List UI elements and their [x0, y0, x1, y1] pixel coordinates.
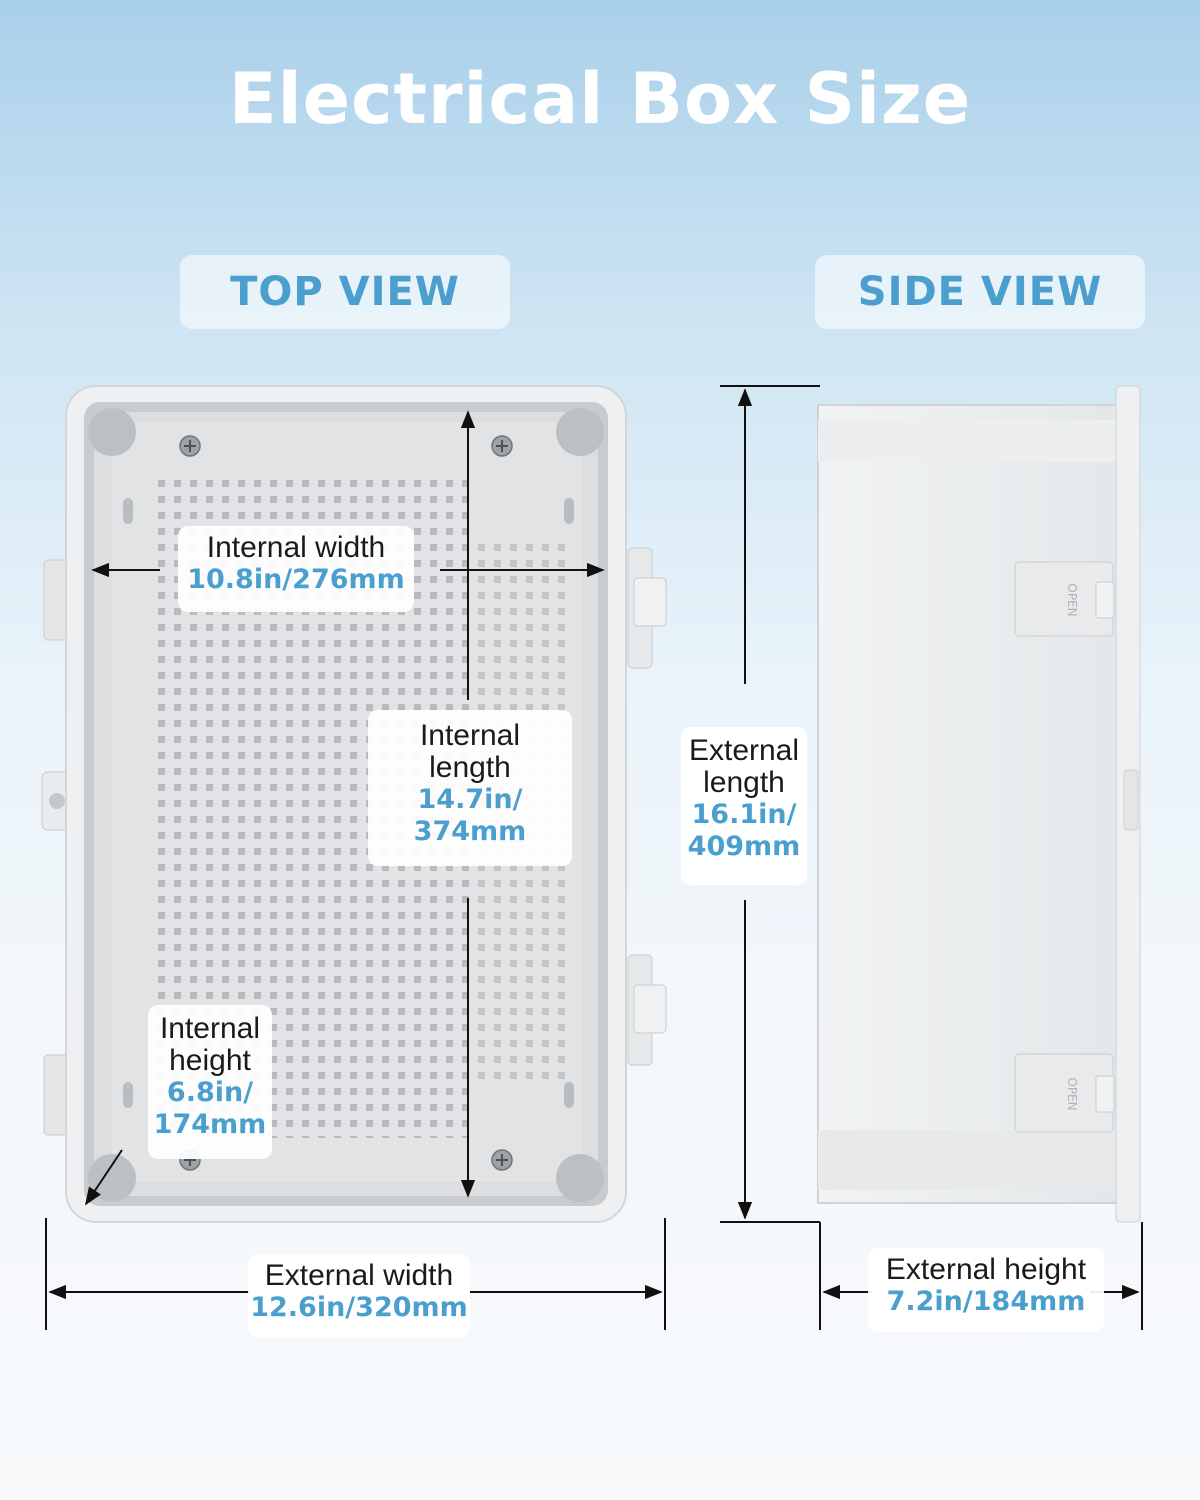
page-title: Electrical Box Size [228, 58, 972, 140]
external-width-value: 12.6in/320mm [250, 1292, 468, 1323]
top-view-box [41, 385, 667, 1223]
latch-open-text-1: OPEN [1065, 583, 1079, 616]
side-view-box: OPEN OPEN [817, 385, 1141, 1223]
internal-height-value-2: 174mm [153, 1109, 267, 1140]
external-length-title-1: External [688, 734, 800, 767]
external-height-label: External height 7.2in/184mm [868, 1248, 1104, 1332]
external-length-label: External length 16.1in/ 409mm [681, 727, 807, 885]
internal-length-title-2: length [429, 751, 511, 784]
external-length-value-1: 16.1in/ [691, 799, 797, 830]
internal-height-label: Internal height 6.8in/ 174mm [148, 1005, 272, 1159]
internal-height-value-1: 6.8in/ [166, 1077, 254, 1108]
external-width-title: External width [264, 1259, 454, 1292]
latch-open-text-2: OPEN [1065, 1077, 1079, 1110]
internal-height-line [85, 1149, 123, 1206]
internal-length-label: Internal length 14.7in/ 374mm [368, 710, 572, 866]
external-height-title: External height [885, 1253, 1087, 1286]
internal-width-label: Internal width 10.8in/276mm [178, 526, 414, 612]
internal-width-title: Internal width [206, 531, 386, 564]
internal-height-title-1: Internal [159, 1012, 261, 1045]
external-width-label: External width 12.6in/320mm [248, 1254, 470, 1338]
external-length-title-2: length [703, 766, 785, 799]
internal-width-value: 10.8in/276mm [187, 564, 405, 595]
external-length-value-2: 409mm [687, 831, 801, 862]
internal-length-value-1: 14.7in/ [417, 784, 523, 815]
side-view-heading: SIDE VIEW [815, 255, 1145, 329]
top-view-heading: TOP VIEW [180, 255, 510, 329]
external-height-value: 7.2in/184mm [886, 1286, 1086, 1317]
internal-length-title-1: Internal [419, 719, 521, 752]
internal-length-value-2: 374mm [413, 816, 527, 847]
internal-height-title-2: height [169, 1044, 251, 1077]
